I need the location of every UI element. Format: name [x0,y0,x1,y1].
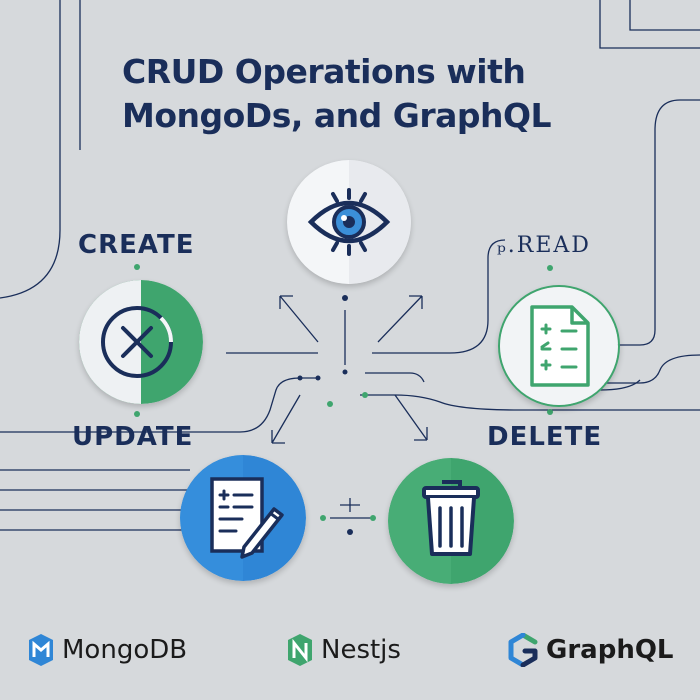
update-circle[interactable] [180,455,306,581]
document-icon [500,287,618,405]
nestjs-brand: Nestjs [287,630,401,670]
graphql-brand: GraphQL [508,630,674,670]
create-circle[interactable] [79,280,203,404]
mongodb-label: MongoDB [62,635,188,665]
read-circle[interactable] [287,160,411,284]
nestjs-label: Nestjs [321,635,401,665]
graphql-logo-icon [508,633,538,667]
read-document-circle[interactable] [498,285,620,407]
x-icon [79,280,203,404]
edit-document-icon [180,455,306,581]
nestjs-logo-icon [288,634,312,666]
graphql-label: GraphQL [546,635,674,665]
read-label: ₚ.READ [497,233,591,258]
trash-icon [388,458,514,584]
title-line-2: MongoDs, and GraphQL [122,96,552,135]
mongodb-brand: MongoDB [28,630,187,670]
update-label: UPDATE [72,422,194,452]
delete-circle[interactable] [388,458,514,584]
create-label: CREATE [78,230,195,260]
mongodb-logo-icon [29,634,53,666]
title-line-1: CRUD Operations with [122,52,526,91]
page-title: CRUD Operations with MongoDs, and GraphQ… [122,50,622,138]
delete-label: DELETE [487,422,603,452]
eye-icon [287,160,411,284]
